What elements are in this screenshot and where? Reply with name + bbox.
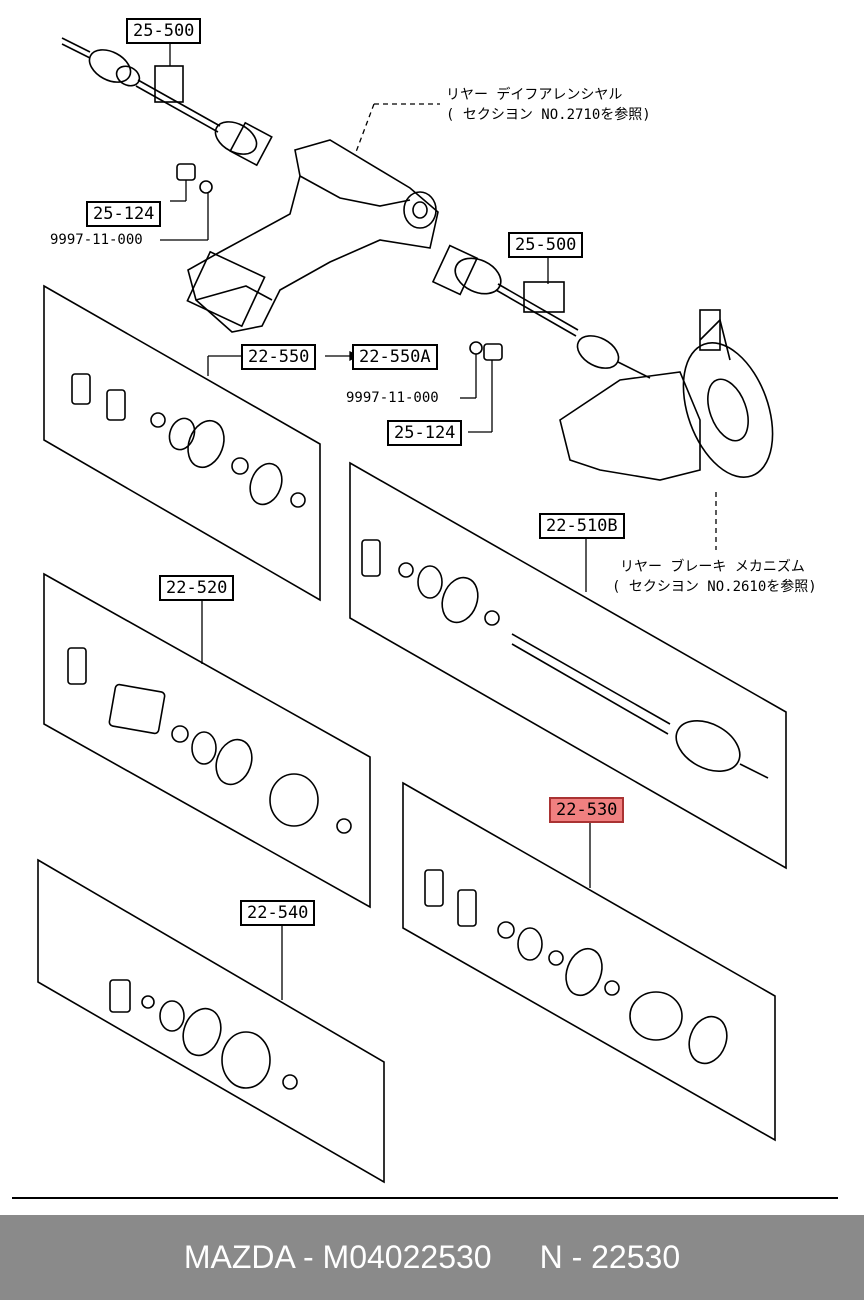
kit-parts-22510B [361, 539, 769, 779]
callout-25-124-mid[interactable]: 25-124 [387, 420, 463, 446]
callout-9997-11-000-mid[interactable]: 9997-11-000 [346, 390, 439, 406]
callout-25-500-mid[interactable]: 25-500 [508, 232, 584, 258]
callout-9997-11-000-top[interactable]: 9997-11-000 [50, 232, 143, 248]
kit-panel-22510B [349, 461, 787, 870]
footer-brand-part-number: MAZDA - M04022530 [183, 1239, 492, 1275]
callout-25-124-top[interactable]: 25-124 [86, 201, 162, 227]
kit-panel-22540 [37, 858, 385, 1184]
exploded-parts-diagram [12, 37, 838, 1199]
washer-mid [469, 341, 483, 355]
rear-differential-note-line1: リヤー デイフアレンシヤル [446, 87, 623, 103]
kit-panel-22520 [43, 572, 371, 909]
mid-drive-shaft [431, 244, 651, 379]
top-drive-shaft [61, 37, 273, 167]
kit-parts-22530 [424, 869, 728, 1065]
rear-brake-assembly [559, 309, 774, 481]
kit-parts-22550 [71, 373, 306, 508]
footer-reference-number: N - 22530 [539, 1239, 681, 1275]
callout-22-520[interactable]: 22-520 [159, 575, 235, 601]
callout-22-510B[interactable]: 22-510B [539, 513, 625, 539]
nut-top [176, 163, 196, 181]
callout-25-500-top[interactable]: 25-500 [126, 18, 202, 44]
washer-top [199, 180, 213, 194]
callout-22-550[interactable]: 22-550 [241, 344, 317, 370]
kit-panel-22550 [43, 284, 321, 602]
callout-22-540[interactable]: 22-540 [240, 900, 316, 926]
kit-panel-22530 [402, 781, 776, 1142]
rear-differential [186, 139, 439, 333]
kit-parts-22540 [109, 979, 298, 1090]
rear-brake-note-line2: ( セクシヨン NO.2610を参照) [612, 579, 817, 595]
footer-banner: MAZDA - M04022530 N - 22530 [0, 1215, 864, 1300]
rear-differential-note-line2: ( セクシヨン NO.2710を参照) [446, 107, 651, 123]
nut-mid [483, 343, 503, 361]
kit-parts-22520 [67, 647, 352, 834]
callout-22-530[interactable]: 22-530 [549, 797, 625, 823]
callout-22-550A[interactable]: 22-550A [352, 344, 438, 370]
rear-brake-note-line1: リヤー ブレーキ メカニズム [620, 559, 805, 575]
